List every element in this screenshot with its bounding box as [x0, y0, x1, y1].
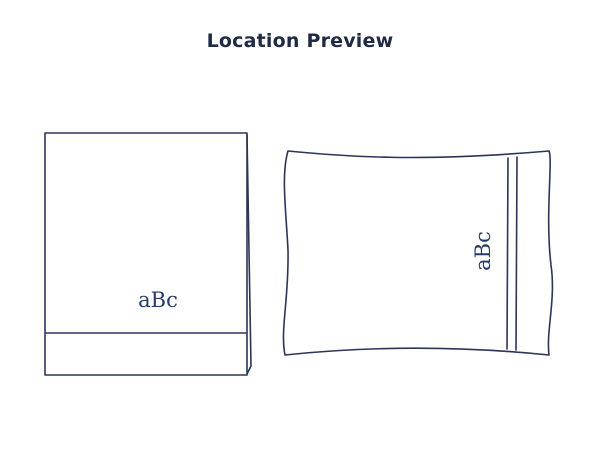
pillowcase-band-line-1: [506, 157, 509, 350]
pillowcase-band-line-2: [515, 156, 518, 351]
towel-body: [44, 132, 248, 376]
towel-fold-edge: [246, 134, 252, 375]
towel-monogram: aBc: [138, 288, 178, 312]
page-title: Location Preview: [206, 30, 394, 52]
towel-illustration: [44, 132, 252, 376]
pillowcase-outline: [282, 150, 554, 356]
pillowcase-monogram: aBc: [471, 231, 495, 271]
pillowcase-illustration: [282, 150, 554, 356]
